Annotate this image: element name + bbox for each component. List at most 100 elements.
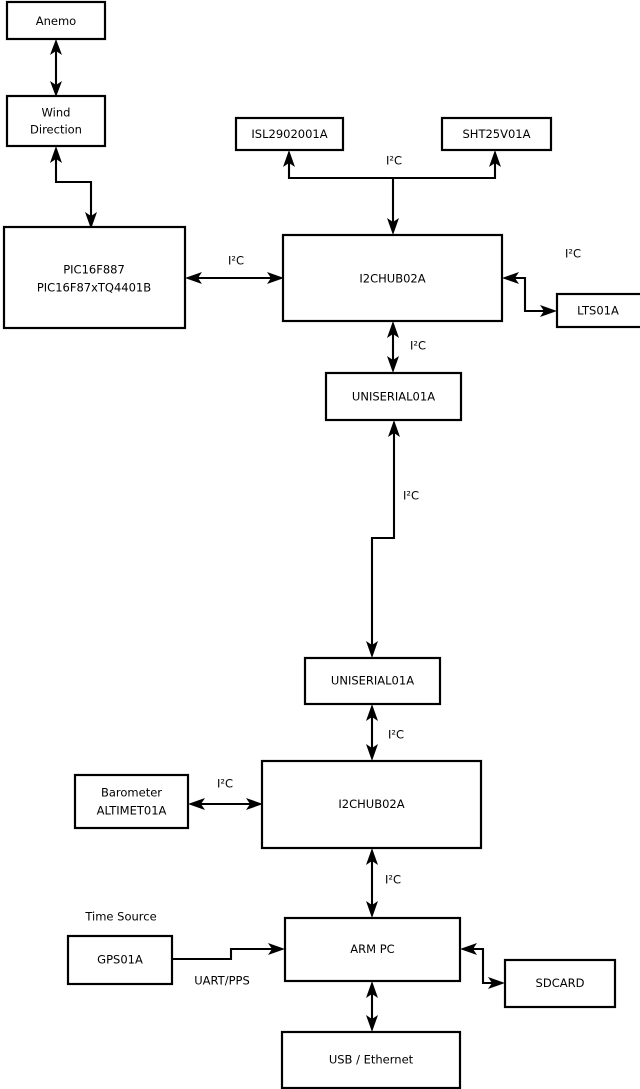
arrow-head-up	[50, 146, 62, 163]
node-label-sht: SHT25V01A	[463, 127, 531, 141]
node-box[interactable]	[324, 371, 463, 422]
label-time-source: Time Source	[84, 910, 156, 924]
node-box[interactable]	[5, 94, 107, 148]
arrow-head-up-isl	[283, 150, 295, 167]
edge-path	[172, 947, 273, 961]
arrow-head-down	[387, 356, 399, 373]
edge-label-i2c: I²C	[385, 873, 401, 887]
edge-armpc-usbeth	[366, 981, 378, 1032]
edge-label-i2c: I²C	[386, 154, 402, 168]
arrow-head-up	[366, 704, 378, 721]
node-label-gps: GPS01A	[97, 953, 143, 967]
arrow-head-down	[366, 641, 378, 658]
node-lts01a[interactable]: LTS01A	[555, 292, 640, 329]
node-label-barometer-line1: Barometer	[101, 786, 162, 800]
edge-label-uart: UART/PPS	[194, 974, 250, 988]
node-label-barometer-line2: ALTIMET01A	[97, 804, 167, 818]
node-box[interactable]	[5, 0, 107, 41]
node-uniserial01a-bottom[interactable]: UNISERIAL01A	[303, 656, 442, 706]
edge-label-i2c: I²C	[228, 254, 244, 268]
arrow-head-left-hub	[502, 272, 519, 284]
arrow-head-left	[188, 798, 205, 810]
node-sdcard[interactable]: SDCARD	[503, 958, 617, 1009]
edge-label-i2c: I²C	[217, 777, 233, 791]
arrow-head-up	[50, 39, 62, 55]
edge-uniserial-uniserial: I²C	[366, 420, 419, 658]
edge-hub-uniserial-top: I²C	[387, 321, 426, 373]
node-sht25v01a[interactable]: SHT25V01A	[440, 116, 553, 152]
node-arm-pc[interactable]: ARM PC	[283, 916, 462, 983]
node-label-lts: LTS01A	[577, 304, 619, 318]
node-isl2902001a[interactable]: ISL2902001A	[234, 116, 345, 152]
edge-path-right	[393, 161, 497, 180]
node-box[interactable]	[281, 233, 504, 323]
node-label-wind-line2: Direction	[30, 123, 82, 137]
node-box[interactable]	[2, 225, 187, 330]
arrow-head-left	[185, 272, 202, 284]
edge-path-left	[287, 161, 395, 225]
arrow-head-down	[366, 744, 378, 761]
node-label-sdcard: SDCARD	[536, 976, 585, 990]
node-box[interactable]	[503, 958, 617, 1009]
edge-wind-pic	[50, 146, 97, 229]
arrow-head-left-armpc	[460, 943, 477, 955]
node-barometer[interactable]: Barometer ALTIMET01A	[73, 773, 190, 830]
arrow-head-up	[387, 321, 399, 338]
arrow-head-right	[268, 943, 285, 955]
arrow-head-right	[267, 272, 284, 284]
arrow-head-down	[366, 901, 378, 918]
arrow-head-down	[85, 212, 97, 229]
node-anemo[interactable]: Anemo	[5, 0, 107, 41]
node-i2chub02a-top[interactable]: I2CHUB02A	[281, 233, 504, 323]
node-label-pic-line2: PIC16F87xTQ4401B	[37, 281, 151, 295]
node-box[interactable]	[66, 934, 174, 986]
edge-pic-hub-top: I²C	[185, 254, 284, 284]
node-label-arm-pc: ARM PC	[350, 942, 394, 956]
node-label-uniserial-bottom: UNISERIAL01A	[331, 674, 414, 688]
node-box[interactable]	[260, 759, 483, 850]
edge-path	[370, 430, 396, 648]
node-label-isl: ISL2902001A	[251, 127, 327, 141]
edge-label-i2c: I²C	[565, 247, 581, 261]
node-label-hub-top: I2CHUB02A	[359, 272, 425, 286]
arrow-head-right-sdcard	[488, 977, 505, 989]
node-box[interactable]	[280, 1030, 462, 1089]
node-label-anemo: Anemo	[36, 14, 76, 28]
arrow-head-up	[366, 981, 378, 998]
node-usb-ethernet[interactable]: USB / Ethernet	[280, 1030, 462, 1089]
node-label-hub-bottom: I2CHUB02A	[338, 797, 404, 811]
edge-path	[54, 158, 93, 219]
arrow-head-up	[388, 420, 400, 437]
node-gps01a[interactable]: GPS01A	[66, 934, 174, 986]
arrow-head-down	[366, 1015, 378, 1032]
node-box[interactable]	[73, 773, 190, 830]
node-label-uniserial-top: UNISERIAL01A	[352, 390, 435, 404]
node-box[interactable]	[555, 292, 640, 329]
node-wind-direction[interactable]: Wind Direction	[5, 94, 107, 148]
edge-uniserial-hub-bot: I²C	[366, 704, 404, 761]
arrow-head-right-lts	[540, 305, 557, 317]
node-i2chub02a-bottom[interactable]: I2CHUB02A	[260, 759, 483, 850]
node-pic-mcu[interactable]: PIC16F887 PIC16F87xTQ4401B	[2, 225, 187, 330]
node-label-usb-ethernet: USB / Ethernet	[329, 1053, 414, 1067]
arrow-head-down	[50, 81, 62, 97]
edge-label-i2c: I²C	[388, 728, 404, 742]
edge-anemo-wind	[50, 39, 62, 97]
edge-hub-sensors-bus: I²C	[283, 150, 501, 235]
edge-hub-armpc: I²C	[366, 848, 401, 918]
edge-path	[472, 947, 493, 985]
edge-barometer-hub: I²C	[188, 777, 263, 810]
arrow-head-right	[246, 798, 263, 810]
edge-hub-lts: I²C	[502, 247, 581, 317]
node-uniserial01a-top[interactable]: UNISERIAL01A	[324, 371, 463, 422]
node-box[interactable]	[440, 116, 553, 152]
node-box[interactable]	[234, 116, 345, 152]
edge-armpc-sdcard	[460, 943, 505, 989]
node-box[interactable]	[303, 656, 442, 706]
node-box[interactable]	[283, 916, 462, 983]
edge-label-i2c: I²C	[410, 339, 426, 353]
arrow-head-up	[366, 848, 378, 865]
edge-gps-armpc: UART/PPS	[172, 943, 285, 988]
